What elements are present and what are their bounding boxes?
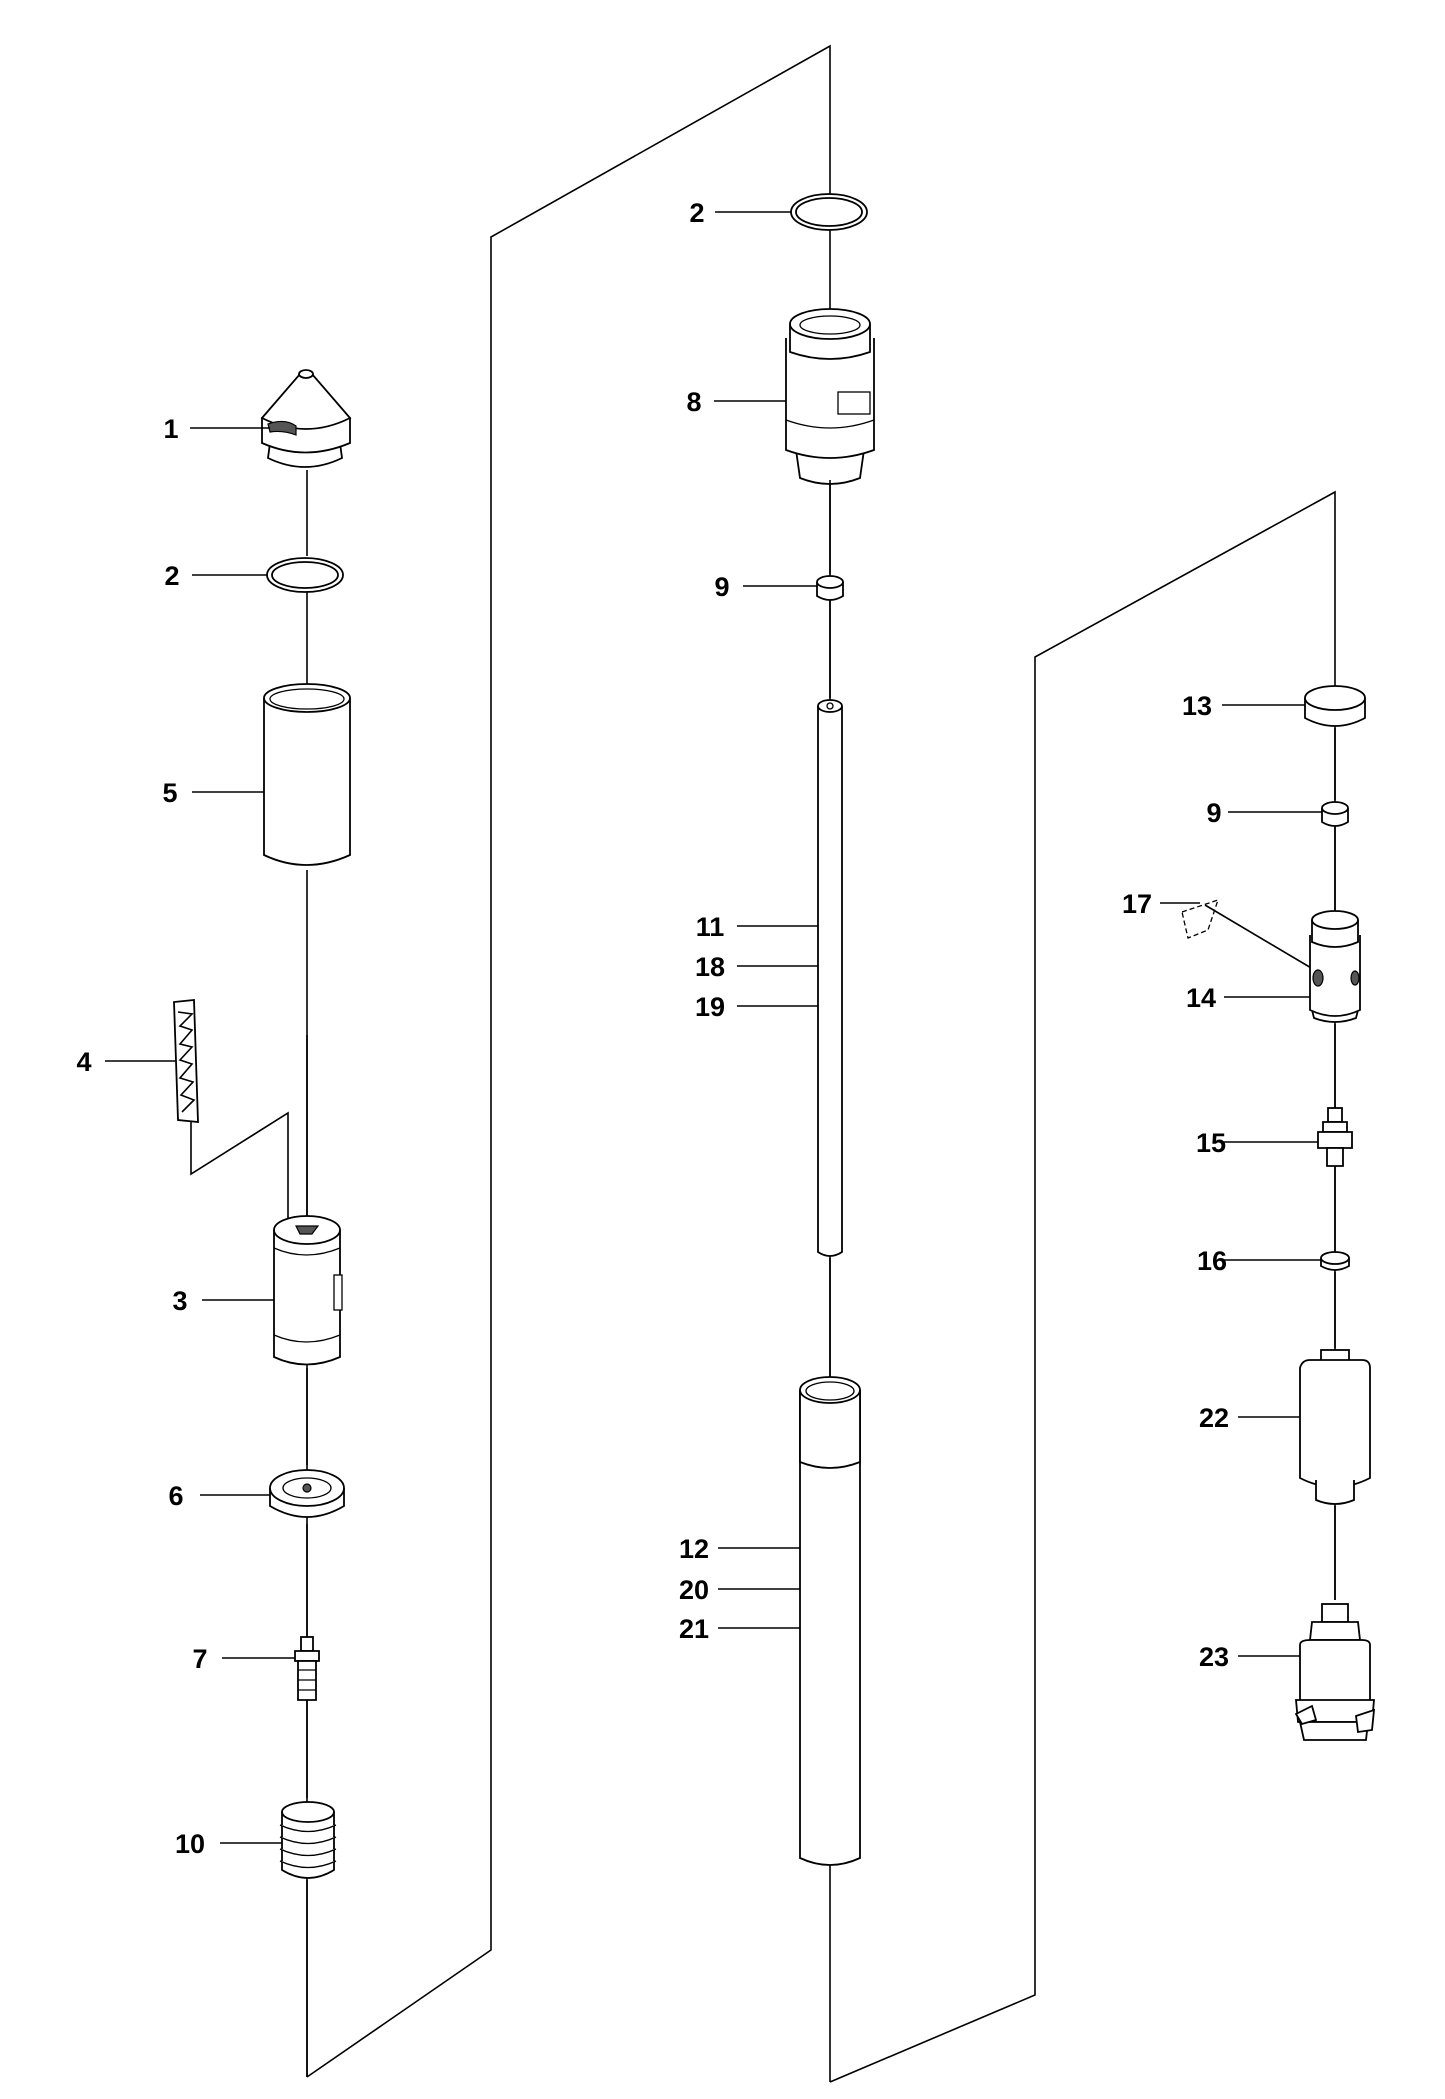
part-12-lance-tube[interactable]: [799, 1376, 861, 1866]
callout-7: 7: [192, 1644, 207, 1674]
callout-6: 6: [168, 1481, 183, 1511]
part-17-pin[interactable]: [1181, 898, 1319, 973]
callout-19: 19: [695, 992, 725, 1022]
part-11-rod[interactable]: [817, 699, 843, 1257]
part-3-slotted-body[interactable]: [273, 1215, 343, 1366]
part-14-ported-body[interactable]: [1309, 910, 1361, 1023]
callout-20: 20: [679, 1575, 709, 1605]
part-8-coupling-housing[interactable]: [785, 308, 875, 485]
assembly-guide-line-main: [306, 44, 831, 2082]
callout-9-right: 9: [1206, 798, 1221, 828]
callout-23: 23: [1199, 1642, 1229, 1672]
part-9-bushing-middle[interactable]: [816, 575, 844, 601]
callout-3: 3: [172, 1286, 187, 1316]
callout-13: 13: [1182, 691, 1212, 721]
callout-22: 22: [1199, 1403, 1229, 1433]
part-2-o-ring-left[interactable]: [266, 557, 344, 593]
callout-16: 16: [1197, 1246, 1227, 1276]
callout-14: 14: [1186, 983, 1216, 1013]
callout-10: 10: [175, 1829, 205, 1859]
callout-4: 4: [76, 1047, 91, 1077]
callout-1: 1: [163, 414, 178, 444]
callout-18: 18: [695, 952, 725, 982]
part-5-sleeve-tube[interactable]: [263, 683, 351, 866]
callout-2-left: 2: [164, 561, 179, 591]
part-7-nipple[interactable]: [294, 1636, 320, 1701]
part-4-guide: [190, 1111, 289, 1225]
callout-2-top: 2: [689, 198, 704, 228]
callout-8: 8: [686, 387, 701, 417]
part-2-o-ring-top[interactable]: [790, 193, 868, 231]
part-6-valve-seat[interactable]: [269, 1469, 345, 1518]
part-9-bushing-right[interactable]: [1321, 801, 1349, 827]
callout-21: 21: [679, 1614, 709, 1644]
part-1-nozzle-cap[interactable]: [260, 369, 352, 468]
part-16-small-ring[interactable]: [1320, 1251, 1350, 1271]
part-22-cylinder-body[interactable]: [1299, 1349, 1371, 1505]
part-4-filter-screen[interactable]: [173, 999, 199, 1123]
callout-5: 5: [162, 778, 177, 808]
callout-numbers: 1 2 5 4 3 6 7 10 2 8 9 11 18 19 12 20 21…: [76, 198, 1229, 1859]
assembly-guide-line-right: [829, 490, 1336, 2083]
callout-17: 17: [1122, 889, 1152, 919]
part-13-ring[interactable]: [1304, 685, 1366, 727]
part-10-threaded-insert[interactable]: [279, 1801, 337, 1879]
leader-lines: [105, 211, 1322, 1844]
part-23-coupler[interactable]: [1294, 1603, 1376, 1741]
callout-12: 12: [679, 1534, 709, 1564]
callout-9-middle: 9: [714, 572, 729, 602]
part-15-fitting[interactable]: [1317, 1107, 1353, 1167]
callout-15: 15: [1196, 1128, 1226, 1158]
callout-11: 11: [696, 912, 725, 942]
